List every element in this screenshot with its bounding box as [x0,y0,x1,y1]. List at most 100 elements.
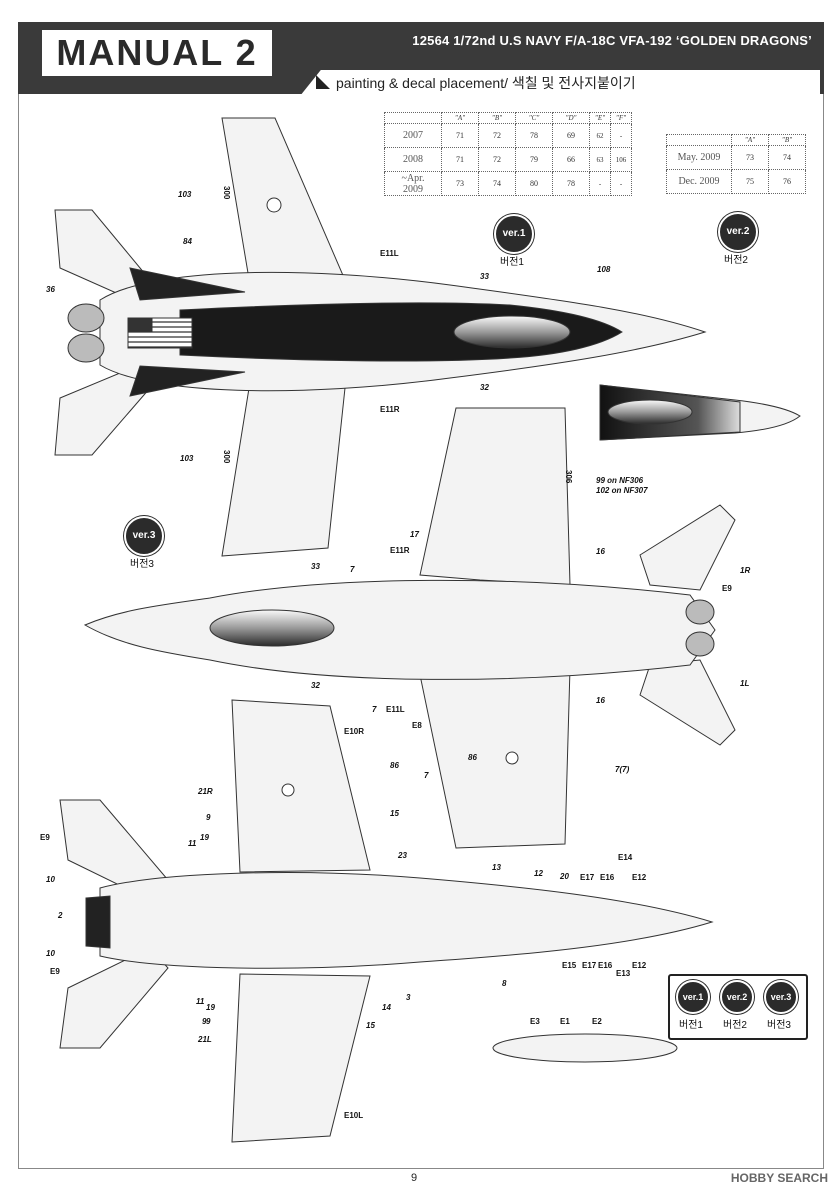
callout: E17 [580,873,595,882]
callout: E2 [592,1017,602,1026]
callout: 23 [397,851,407,860]
callout: 16 [596,547,605,556]
callout: E11L [386,705,405,714]
page-number: 9 [411,1172,418,1184]
callout: 103 [178,190,192,199]
decal-date-table: "A" "B" May. 2009 73 74 Dec. 2009 75 76 [666,134,806,194]
callout: 8 [502,979,507,988]
legend-ver2-badge: ver.2 [720,980,754,1014]
callout: E11R [380,405,400,414]
callout: 19 [206,1003,215,1012]
ver2-badge: ver.2 [718,212,758,252]
callout: 19 [200,833,209,842]
callout: E9 [722,584,732,593]
callout: 108 [597,265,611,274]
ver2-label: 버전2 [724,255,748,266]
section-tab [300,70,820,96]
legend-ver3-badge: ver.3 [764,980,798,1014]
callout: E14 [618,853,633,862]
watermark: HOBBY SEARCH [730,1171,828,1185]
decal-year-table: "A" "B" "C" "D" "E" "F" 2007 71 72 78 69… [384,112,632,196]
callout: 2 [57,911,63,920]
callout: E1 [560,1017,570,1026]
callout: 7(7) [615,765,630,774]
callout: 12 [534,869,543,878]
callout: 11 [188,839,197,848]
callout: 7 [372,705,377,714]
year-cell: ~Apr. 2009 [384,171,442,196]
callout: E16 [600,873,615,882]
ver3-label: 버전3 [130,559,154,570]
legend-ver1-badge: ver.1 [676,980,710,1014]
manual-title: MANUAL 2 [42,30,272,76]
nose-detail-ver2 [599,384,801,441]
callout: E11L [380,249,399,258]
callout: 86 [468,753,477,762]
callout: 86 [390,761,399,770]
top-view-aircraft [54,117,707,557]
section-label: painting & decal placement/ 색칠 및 전사지붙이기 [336,75,636,91]
callout: 7 [424,771,429,780]
kit-title: 12564 1/72nd U.S NAVY F/A-18C VFA-192 ‘G… [412,33,812,48]
callout: 20 [559,872,569,881]
callout: E17 [582,961,597,970]
callout: 103 [180,454,194,463]
callout: E15 [562,961,577,970]
callout: 15 [390,809,399,818]
callout: 36 [46,285,55,294]
callout: 32 [480,383,489,392]
callout: E10L [344,1111,363,1120]
callout: 7 [350,565,355,574]
callout: 9 [206,1017,211,1026]
callout: 32 [311,681,320,690]
callout: 84 [183,237,192,246]
modex-mid: 306 [564,470,573,484]
callout: E9 [50,967,60,976]
callout: 10 [46,949,55,958]
bottom-view-aircraft [59,699,714,1143]
callout: 21R [197,787,213,796]
callout: 13 [492,863,501,872]
callout: E8 [412,721,422,730]
callout: 33 [311,562,320,571]
callout: 14 [382,1003,391,1012]
callout: E12 [632,873,647,882]
callout: 21L [197,1035,212,1044]
callout: E9 [40,833,50,842]
note: 99 on NF306 [596,476,644,485]
callout: 9 [206,813,211,822]
callout: 17 [410,530,419,539]
callout: E10R [344,727,364,736]
callout: E11R [390,546,410,555]
modex-top: 300 [222,186,231,200]
callout: 10 [46,875,55,884]
callout-labels: 300 300 103 84 36 33 32 108 E11L E11R 10… [40,186,750,1120]
ver3-badge: ver.3 [124,516,164,556]
modex-bottom: 300 [222,450,231,464]
callout: 1L [740,679,749,688]
table-row: May. 2009 73 74 [666,145,806,170]
callout: 15 [366,1021,375,1030]
legend-ver3-label: 버전3 [767,1020,791,1031]
legend-ver2-label: 버전2 [723,1020,747,1031]
year-cell: Dec. 2009 [666,169,732,194]
table-row: ~Apr. 2009 73 74 80 78 - - [384,171,632,196]
callout: E3 [530,1017,540,1026]
callout: 9 [202,1017,207,1026]
ver1-label: 버전1 [500,257,524,268]
version-legend: ver.1 버전1 ver.2 버전2 ver.3 버전3 [668,974,808,1040]
callout: 1R [740,566,750,575]
ver1-badge: ver.1 [494,214,534,254]
table-row: 2007 71 72 78 69 62 - [384,123,632,148]
year-cell: 2008 [384,147,442,172]
legend-ver1-label: 버전1 [679,1020,703,1031]
table-row: 2008 71 72 79 66 63 106 [384,147,632,172]
middle-view-aircraft [83,407,736,849]
year-cell: 2007 [384,123,442,148]
page-frame [18,94,824,1169]
table-row: Dec. 2009 75 76 [666,169,806,194]
callout: E12 [632,961,647,970]
callout: E13 [616,969,631,978]
